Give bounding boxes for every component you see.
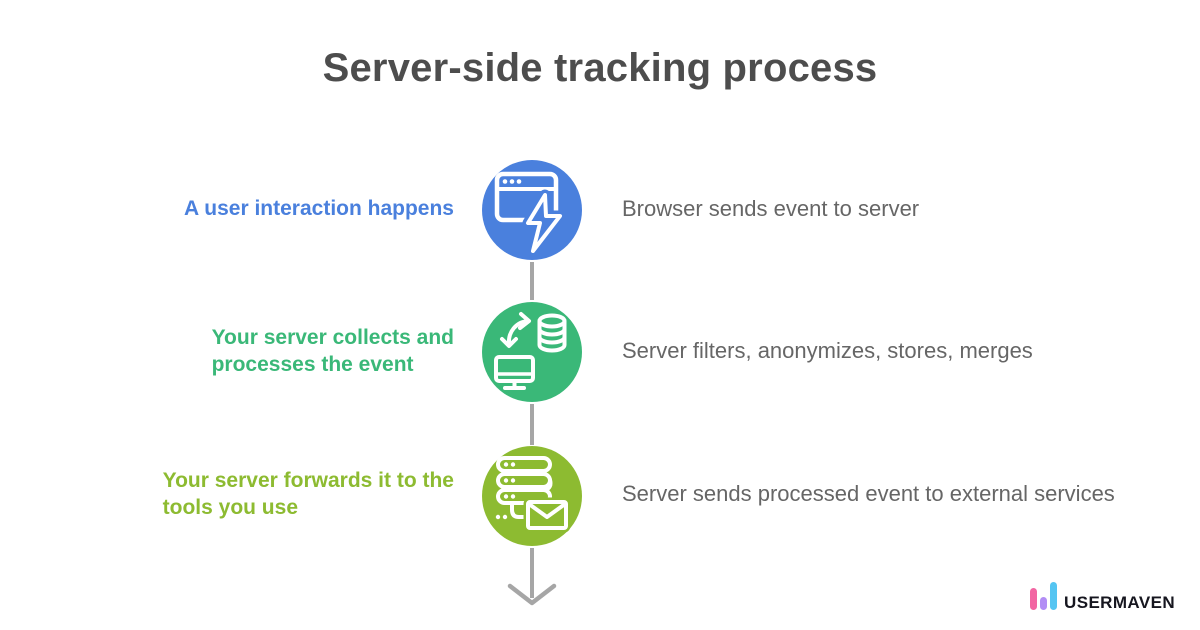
page-title: Server-side tracking process [322,46,878,90]
step-3-label: Your server forwards it to the tools you… [163,467,454,521]
step-2-label: Your server collects and processes the e… [212,324,454,378]
step-1-label: A user interaction happens [184,195,454,222]
connector-line [530,404,534,445]
server-mail-icon [495,456,571,533]
connector-line [530,548,534,598]
sync-database-monitor-icon [494,312,567,390]
step-label-line: tools you use [162,496,298,519]
step-1-circle [482,160,582,260]
logo-bars-icon [1030,582,1058,610]
step-3-description: Server sends processed event to external… [622,481,1115,506]
step-label-line: processes the event [211,353,414,376]
step-3-circle [482,446,582,546]
usermaven-logo: USERMAVEN [1030,582,1175,612]
browser-lightning-icon [494,171,566,257]
step-2-description: Server filters, anonymizes, stores, merg… [622,338,1033,363]
step-2-circle [482,302,582,402]
step-label-line: A user interaction happens [184,197,454,220]
arrow-down-icon [507,583,557,606]
step-label-line: Your server collects and [211,326,454,349]
step-1-description: Browser sends event to server [622,196,920,221]
logo-bar [1050,582,1058,610]
logo-bar [1040,597,1048,610]
logo-text: USERMAVEN [1064,593,1175,612]
connector-line [530,262,534,300]
logo-bar [1030,588,1038,610]
step-label-line: Your server forwards it to the [162,469,454,492]
